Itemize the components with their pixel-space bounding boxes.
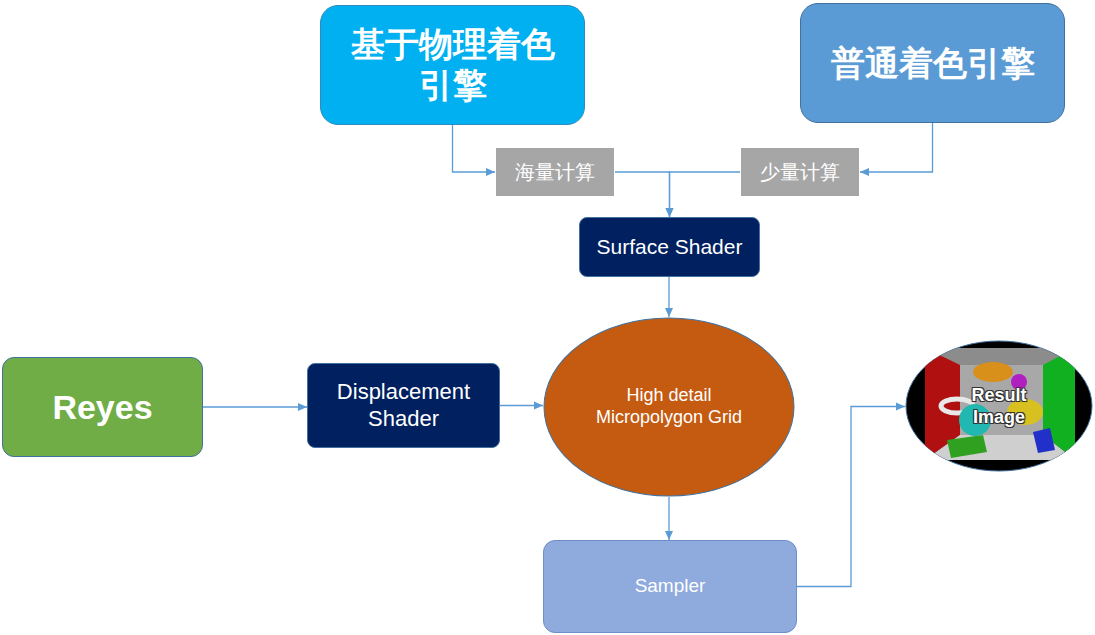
flow-arrow [453, 125, 496, 172]
node-label: Displacement Shader [316, 379, 491, 432]
flow-arrow [668, 497, 669, 540]
node-label: Reyes [52, 387, 152, 428]
result-image: Result Image [905, 340, 1093, 473]
node-label: 海量计算 [515, 160, 595, 184]
flow-arrow [203, 406, 307, 407]
shader-box: Surface Shader [579, 217, 760, 277]
sampler-box: Sampler [543, 540, 797, 633]
flow-arrow [860, 123, 933, 172]
shader-box: Displacement Shader [307, 363, 500, 448]
node-label: 基于物理着色引擎 [341, 24, 564, 106]
node-label: Result Image [949, 385, 1049, 428]
node-label: Sampler [635, 575, 706, 598]
reyes-box: Reyes [2, 357, 203, 457]
node-label: 少量计算 [760, 160, 840, 184]
node-label: 普通着色引擎 [831, 43, 1035, 84]
amount-box: 少量计算 [740, 147, 860, 197]
flow-arrow [797, 407, 905, 587]
grid-ellipse: High detail Micropolygon Grid [543, 317, 795, 497]
flow-arrow [500, 405, 543, 406]
engine-box: 普通着色引擎 [800, 3, 1065, 123]
node-label: High detail Micropolygon Grid [594, 385, 744, 428]
node-label: Surface Shader [597, 234, 743, 259]
flow-arrow [668, 277, 669, 317]
flow-arrow [670, 172, 741, 217]
amount-box: 海量计算 [495, 147, 615, 197]
flow-arrow [615, 172, 670, 217]
engine-box: 基于物理着色引擎 [320, 5, 585, 125]
